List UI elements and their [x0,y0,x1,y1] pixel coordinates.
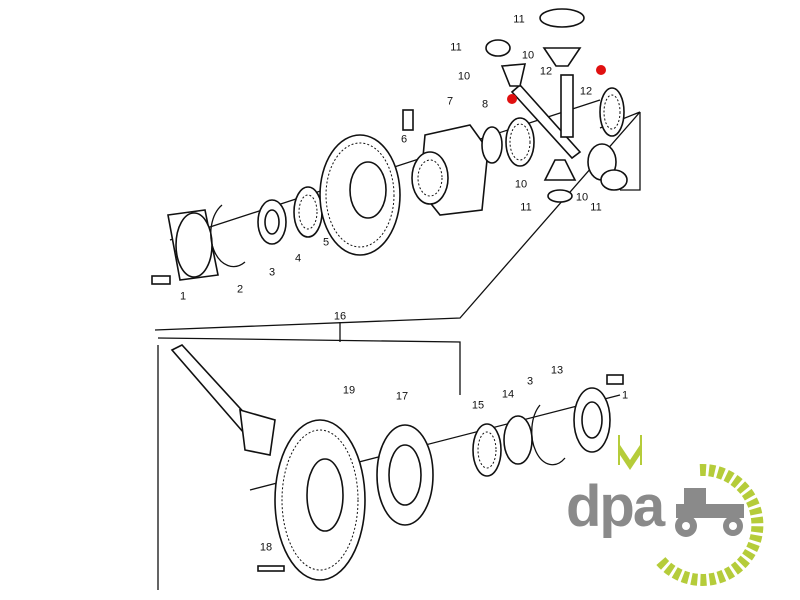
callout-label: 18 [259,541,273,554]
callout-label: 16 [333,310,347,323]
bolt-part-6 [402,109,414,131]
callout-label: 15 [471,399,485,412]
upper-assembly [151,8,641,331]
callout-label: 10 [575,191,589,204]
callout-label: 5 [322,236,330,249]
washer-part-8 [481,126,503,164]
callout-label: 11 [513,13,525,26]
callout-label: 2 [236,283,244,296]
callout-label: 3 [526,375,534,388]
bolt-part-1 [151,275,171,285]
callout-label: 12 [539,65,553,78]
pin-part-12-b [560,74,574,138]
callout-label: 1 [621,389,629,402]
callout-label: 3 [268,266,276,279]
shim-part-3-lower [531,404,566,466]
callout-label: 4 [294,252,302,265]
callout-label: 10 [457,70,471,83]
callout-label: 11 [590,201,602,214]
shim-part-3 [210,204,246,268]
callout-label: 7 [446,95,454,108]
logo-text: dpa [566,474,665,539]
bolt-part-1-lower [606,374,624,385]
callout-label: 8 [481,98,489,111]
callout-label: 10 [514,178,528,191]
callout-label: 13 [550,364,564,377]
pin-part-12-a [510,83,582,160]
callout-label: 17 [395,390,409,403]
lower-assembly [157,322,624,590]
tractor-icon [675,488,744,537]
callout-label: 1 [179,290,187,303]
bearing-part-15 [472,423,502,477]
callout-label: 6 [400,133,408,146]
bolt-part-18 [257,565,285,572]
highlight-dot [596,65,606,75]
callout-label: 11 [450,41,462,54]
callout-label: 10 [521,49,535,62]
highlight-dot [507,94,517,104]
callout-label: 12 [579,85,593,98]
dpa-logo [618,435,764,586]
callout-label: 14 [501,388,515,401]
callout-label: 19 [342,384,356,397]
seal-part-14 [503,415,533,465]
washer-11-top [539,8,585,28]
callout-label: 11 [520,201,532,214]
